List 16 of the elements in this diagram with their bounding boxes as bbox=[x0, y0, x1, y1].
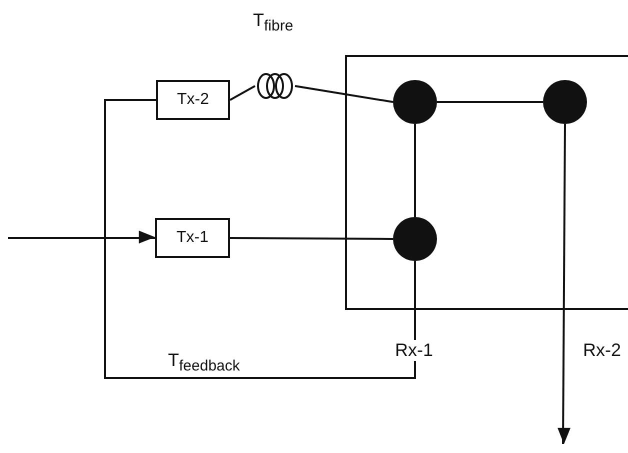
transmitter-box: Tx-2 bbox=[156, 80, 230, 120]
fibre-coil-icon bbox=[255, 72, 295, 100]
node-circle bbox=[543, 80, 587, 124]
connector-line bbox=[437, 101, 543, 103]
receiver-label: Rx-1 bbox=[395, 340, 434, 361]
enclosure-frame bbox=[345, 55, 628, 310]
arrow bbox=[558, 124, 571, 444]
connector-line bbox=[294, 85, 394, 103]
connector-line bbox=[104, 99, 416, 379]
connector-line bbox=[414, 124, 416, 217]
node-circle bbox=[393, 80, 437, 124]
node-circle bbox=[393, 217, 437, 261]
transmitter-box: Tx-1 bbox=[155, 218, 230, 258]
connector-line bbox=[230, 85, 256, 101]
connector-line bbox=[230, 237, 393, 240]
arrow bbox=[8, 230, 156, 244]
